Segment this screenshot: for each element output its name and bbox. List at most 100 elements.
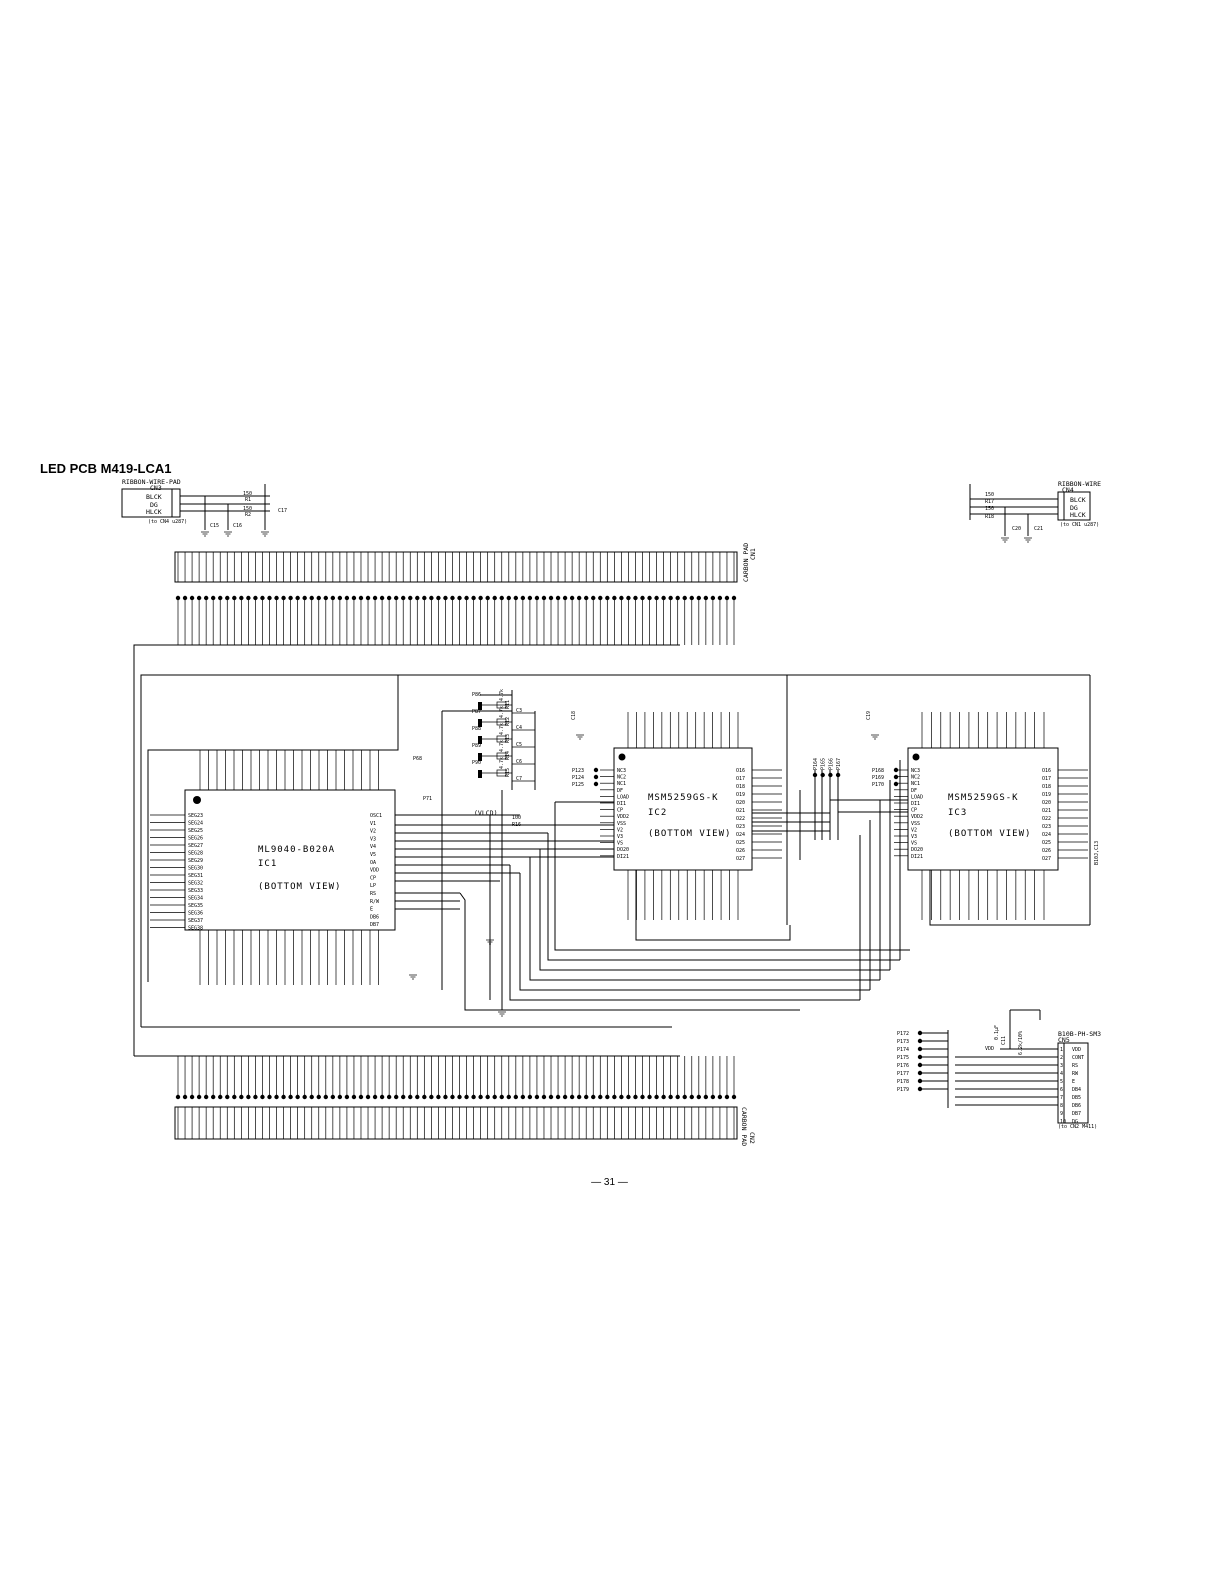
ladder-cap-label: C4 bbox=[516, 725, 522, 731]
cn2-pin-dot bbox=[408, 1094, 413, 1100]
ic2-ref: IC2 bbox=[648, 808, 667, 818]
ladder-cap-label: C6 bbox=[516, 759, 522, 765]
ic1-left-pin-label: SEG23 bbox=[188, 813, 203, 819]
cn2-name: CN2 bbox=[748, 1132, 756, 1144]
ic2-right-pin-label: O19 bbox=[736, 792, 745, 798]
cn1-pin-dot bbox=[499, 595, 504, 601]
ic3-test-point-label: P169 bbox=[872, 775, 884, 781]
ic3-right-pin-label: O21 bbox=[1042, 808, 1051, 814]
ic2-right-pin-label: O17 bbox=[736, 776, 745, 782]
ic1-left-pin-label: SEG37 bbox=[188, 918, 203, 924]
cn4-part: (to CN1 u287) bbox=[1060, 522, 1099, 528]
cn1-body bbox=[174, 551, 738, 583]
page-number: — 31 — bbox=[591, 1177, 628, 1188]
cn2-pin-dot bbox=[365, 1094, 371, 1100]
ic2-right-pin-label: O27 bbox=[736, 856, 745, 862]
cn1-pin-dot bbox=[492, 595, 497, 601]
cn1-pin-dot bbox=[203, 595, 209, 601]
cn2-pin-dot bbox=[485, 1094, 490, 1100]
cn3-part: (to CN4 u287) bbox=[148, 519, 187, 525]
cn2-pin-dot bbox=[246, 1094, 251, 1100]
test-point-label: P88 bbox=[472, 726, 481, 732]
cn5-test-point-dot bbox=[917, 1054, 923, 1060]
mid-test-point-dot bbox=[812, 772, 818, 778]
cn1-pin-dot bbox=[267, 595, 272, 601]
ic2-left-pin-label: NC2 bbox=[617, 775, 626, 781]
cn1-pin-dot bbox=[196, 595, 202, 601]
ic3-left-pin-label: V3 bbox=[911, 834, 917, 840]
ic1-vlcd: (VLCD) bbox=[474, 809, 497, 817]
cn2-pin-dot bbox=[260, 1094, 265, 1100]
cn5-part: (to CN2 M411) bbox=[1058, 1124, 1097, 1130]
cn5-test-point-label: P177 bbox=[897, 1071, 909, 1077]
cn5-pin-number: 1 bbox=[1060, 1047, 1063, 1053]
cn2-pin-dot bbox=[640, 1094, 645, 1100]
ic3-right-pin-label: O26 bbox=[1042, 848, 1051, 854]
cn2-body bbox=[174, 1106, 738, 1140]
r18-label: R18 bbox=[985, 514, 994, 520]
ic3-right-pin-label: O20 bbox=[1042, 800, 1051, 806]
ic1-right-pin-label: V3 bbox=[370, 836, 376, 842]
ic1-left-pin-label: SEG34 bbox=[188, 896, 203, 902]
cn1-pin-dot bbox=[401, 595, 406, 601]
cn1-pin-dot bbox=[189, 595, 195, 601]
cn2-pin-dot bbox=[654, 1094, 659, 1100]
cn2-pin-dot bbox=[696, 1094, 702, 1100]
cn5-box bbox=[1057, 1042, 1089, 1124]
cn1-pin-dot bbox=[527, 595, 533, 601]
ladder-resistor-label: R12 bbox=[505, 717, 511, 726]
cn2-pin-dot bbox=[309, 1094, 314, 1100]
cn4-pin-3: HLCK bbox=[1070, 511, 1086, 519]
cn2-pin-dot bbox=[703, 1094, 709, 1100]
ic2-left-pin-label: DO20 bbox=[617, 847, 629, 853]
cn2-pin-dot bbox=[626, 1094, 631, 1100]
cn1-pin-dot bbox=[457, 595, 462, 601]
cn1-pin-dot bbox=[682, 595, 687, 601]
ic3-left-pin-label: V2 bbox=[911, 827, 917, 833]
cn1-pin-dot bbox=[330, 595, 336, 601]
cn2-pin-dot bbox=[555, 1094, 561, 1100]
cn5-pin-label: VDD bbox=[1072, 1047, 1081, 1053]
cn2-pin-dot bbox=[218, 1094, 223, 1100]
ic3-right-pin-label: O16 bbox=[1042, 768, 1051, 774]
cn5-pin-label: DB5 bbox=[1072, 1095, 1081, 1101]
cn5-test-point-label: P178 bbox=[897, 1079, 909, 1085]
cn3-pin-3: HLCK bbox=[146, 508, 162, 516]
cn2-pin-dot bbox=[379, 1094, 385, 1100]
cn5-pin-label: RW bbox=[1072, 1071, 1079, 1077]
cn2-pin-dot bbox=[281, 1094, 286, 1100]
ic1-note: (BOTTOM VIEW) bbox=[258, 882, 341, 892]
cn5-pin-label: DB7 bbox=[1072, 1111, 1081, 1117]
cn1-pin-dot bbox=[379, 595, 385, 601]
c15-label: C15 bbox=[210, 523, 219, 529]
cn2-pin-dot bbox=[471, 1094, 476, 1100]
cn5-pin-number: 8 bbox=[1060, 1103, 1063, 1109]
ic3-part: MSM5259GS-K bbox=[948, 793, 1019, 803]
ladder-resistor-value: 4.7k bbox=[499, 723, 505, 735]
cn2-pin-dot bbox=[534, 1094, 540, 1100]
cn2-pin-dot bbox=[429, 1094, 434, 1100]
ladder-resistor-value: 4.7k bbox=[499, 740, 505, 752]
cn2-pin-dot bbox=[619, 1094, 624, 1100]
ic3-left-pin-label: NC3 bbox=[911, 768, 920, 774]
cn1-name: CN1 bbox=[749, 548, 757, 560]
ic3-note: (BOTTOM VIEW) bbox=[948, 829, 1031, 839]
cn1-pin-dot bbox=[429, 595, 434, 601]
cn1-pin-dot bbox=[415, 595, 420, 601]
cn1-pin-dot bbox=[450, 595, 455, 601]
ic3-pin1-marker bbox=[912, 753, 920, 761]
ic1-right-pin-label: VDD bbox=[370, 868, 379, 874]
ic2-right-pin-label: O25 bbox=[736, 840, 745, 846]
ic2-test-point-label: P124 bbox=[572, 775, 584, 781]
r17-label: R17 bbox=[985, 499, 994, 505]
cn5-test-point-label: P174 bbox=[897, 1047, 909, 1053]
ic2-right-pin-label: O21 bbox=[736, 808, 745, 814]
ic2-left-pin-label: VSS bbox=[617, 821, 626, 827]
cn1-pin-dot bbox=[253, 595, 258, 601]
cn2-pin-dot bbox=[731, 1094, 737, 1100]
cn2-pin-dot bbox=[527, 1094, 533, 1100]
cn2-pin-dot bbox=[457, 1094, 462, 1100]
r1-value: 150 bbox=[243, 491, 252, 497]
ic1-right-pin-label: V4 bbox=[370, 844, 376, 850]
cn5-test-point-dot bbox=[917, 1030, 923, 1036]
